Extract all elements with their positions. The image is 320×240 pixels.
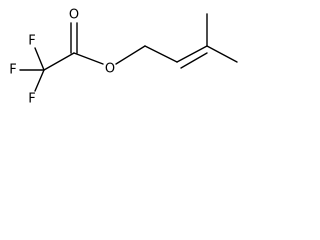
atom-fluorine-left: F xyxy=(9,63,16,78)
atom-oxygen-ester: O xyxy=(105,62,115,77)
bond-o-ch2 xyxy=(115,45,146,65)
atom-fluorine-top: F xyxy=(28,34,35,49)
bond-ch2-ch xyxy=(144,45,178,63)
bonds xyxy=(19,13,238,92)
bond-c-c-double-b xyxy=(180,52,208,69)
structure-diagram: F F F O O xyxy=(9,8,238,107)
atom-fluorine-bottom: F xyxy=(28,92,35,107)
bond-c-o-ester xyxy=(73,52,104,65)
bond-c-methyl-right xyxy=(206,45,238,63)
atom-oxygen-carbonyl: O xyxy=(69,8,79,23)
atom-labels: F F F O O xyxy=(9,8,115,107)
bond-c-c xyxy=(43,52,75,71)
bond-c-c-double-a xyxy=(176,45,208,63)
bond-c-f-bottom xyxy=(34,69,45,92)
bond-c-f-top xyxy=(34,47,45,71)
